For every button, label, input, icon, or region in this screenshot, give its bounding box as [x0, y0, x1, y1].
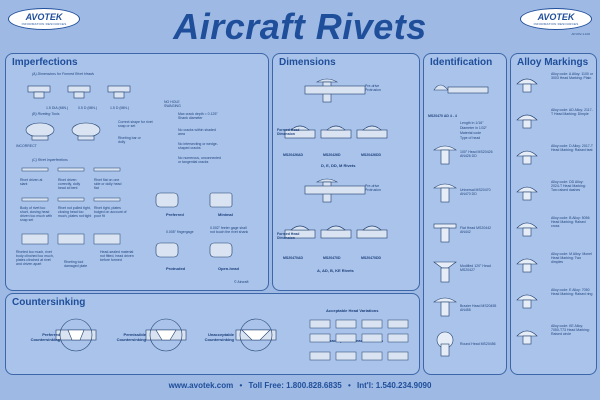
- imperfections-title: Imperfections: [12, 57, 78, 68]
- imperfections-panel: Imperfections (A) Dimensions for Formed …: [5, 53, 269, 291]
- cs-preferred: Preferred Countersinking: [30, 332, 60, 342]
- alloy-item-8: Alloy code: KE Alloy: 7050-T73 Head Mark…: [551, 324, 590, 336]
- rivet-imperfections-diagram: [21, 167, 121, 245]
- alloy-item-7: Alloy code: E Alloy: 7050 Head Marking: …: [551, 288, 593, 296]
- formed-heads-diagram: [27, 85, 131, 99]
- imperf-4: Body of rivet too short, closing head dr…: [20, 206, 53, 222]
- identification-rivets: [433, 145, 457, 357]
- alloy-rivet-icons: [516, 78, 538, 345]
- imperf-6: Rivet tight, plates bulged on account of…: [94, 206, 127, 218]
- imperf-8: Riveting tool damaged plate: [64, 260, 88, 268]
- imperf-7: Riveted too much, rivet body clinched to…: [16, 250, 54, 266]
- part-number: AP-RIV-1-100: [571, 32, 590, 36]
- avotek-logo: AVOTEK INFORMATION RESOURCES: [520, 8, 592, 30]
- alloy-item-4: Alloy code: DD Alloy: 2024-T Head Markin…: [551, 180, 586, 192]
- lower-caption: A, AD, B, KE Rivets: [317, 268, 354, 273]
- imperf-9: Head-sealed material not fitted, head dr…: [100, 250, 134, 262]
- countersinking-panel: Countersinking Preferred Countersinking …: [5, 293, 420, 375]
- sub-b: (B) Riveting Tools: [32, 112, 60, 116]
- head-open: Open-head: [218, 266, 239, 271]
- alloy-panel: Alloy Markings Alloy code: A Alloy: 1100…: [510, 53, 597, 375]
- dimensions-upper-diagram: [284, 78, 388, 139]
- check-2: No cracks within shaded area: [178, 128, 216, 136]
- check-1: Max crack depth = 0.125" Shank diameter: [178, 112, 218, 120]
- cs-permissible: Permissible Countersinking: [116, 332, 146, 342]
- countersinking-title: Countersinking: [12, 297, 86, 308]
- alloy-item-2: Alloy code: AD Alloy: 2117-T Head Markin…: [551, 108, 593, 116]
- riveting-tools-diagram: [25, 122, 101, 141]
- identification-panel: Identification MS20470 AD 4 - 4 Length i…: [423, 53, 507, 375]
- footer-intl: Int'l: 1.540.234.9090: [357, 381, 432, 390]
- imperf-2: Rivet driven correctly, dolly head at be…: [58, 178, 81, 190]
- sub-a: (A) Dimensions for Formed Rivet Heads: [32, 72, 95, 76]
- check-3: No intersecting or wedge-shaped cracks: [178, 142, 218, 150]
- alloy-item-3: Alloy code: D Alloy: 2017-T Head Marking…: [551, 144, 593, 152]
- head-shapes-diagram: [155, 192, 233, 258]
- id-rivet-1: 100° Head MS20426 AN426 DD: [460, 150, 493, 158]
- alloy-item-1: Alloy code: A Alloy: 1100 or 3003 Head M…: [551, 72, 593, 80]
- alloy-item-5: Alloy code: B Alloy: 5056 Head Marking: …: [551, 216, 590, 228]
- avotek-logo: AVOTEK INFORMATION RESOURCES: [8, 8, 80, 30]
- head-minimal: Minimal: [218, 212, 233, 217]
- head-preferred: Preferred: [166, 212, 184, 217]
- id-rivet-6: Round Head MS20456: [460, 342, 496, 346]
- identification-title: Identification: [430, 57, 493, 68]
- countersinking-diagram: [55, 318, 277, 352]
- footer-toll-free: Toll Free: 1.800.828.6835: [248, 381, 342, 390]
- alloy-title: Alloy Markings: [517, 57, 589, 68]
- head-variations-diagram: [309, 319, 409, 361]
- sub-c: (C) Rivet Imperfections: [32, 158, 68, 162]
- page-title: Aircraft Rivets: [173, 6, 427, 47]
- identification-rivet-diagram: [433, 84, 489, 94]
- head-protruded: Protruded: [166, 266, 186, 271]
- imperf-1: Rivet driven at slant: [20, 178, 43, 186]
- alloy-item-6: Alloy code: M Alloy: Monel Head Marking:…: [551, 252, 592, 264]
- upper-caption: D, E, DD, M Rivets: [321, 163, 356, 168]
- dimensions-title: Dimensions: [279, 57, 336, 68]
- imperf-5: Rivet not pulled tight, closing head too…: [58, 206, 92, 218]
- acceptable-head-variations: Acceptable Head Variations: [326, 308, 379, 313]
- imperf-3: Rivet flat on one side or dolly head fla…: [94, 178, 122, 190]
- cs-unacceptable: Unacceptable Countersinking: [204, 332, 234, 342]
- id-rivet-4: Modified 120° Head MS20427: [460, 264, 491, 272]
- dimensions-lower-diagram: [284, 178, 388, 239]
- footer-contact: www.avotek.com • Toll Free: 1.800.828.68…: [168, 381, 432, 390]
- id-rivet-5: Brazier Head MS20455 AN455: [460, 304, 497, 312]
- dimensions-panel: Dimensions Pre-drive Protrusion Formed H…: [272, 53, 420, 291]
- footer-website[interactable]: www.avotek.com: [168, 381, 234, 390]
- id-rivet-2: Universal MS20470 AN470 DD: [460, 188, 491, 196]
- check-4: No numerous, unconnected or tangential c…: [178, 156, 221, 164]
- id-rivet-3: Flat Head MS20442 AN442: [460, 226, 492, 234]
